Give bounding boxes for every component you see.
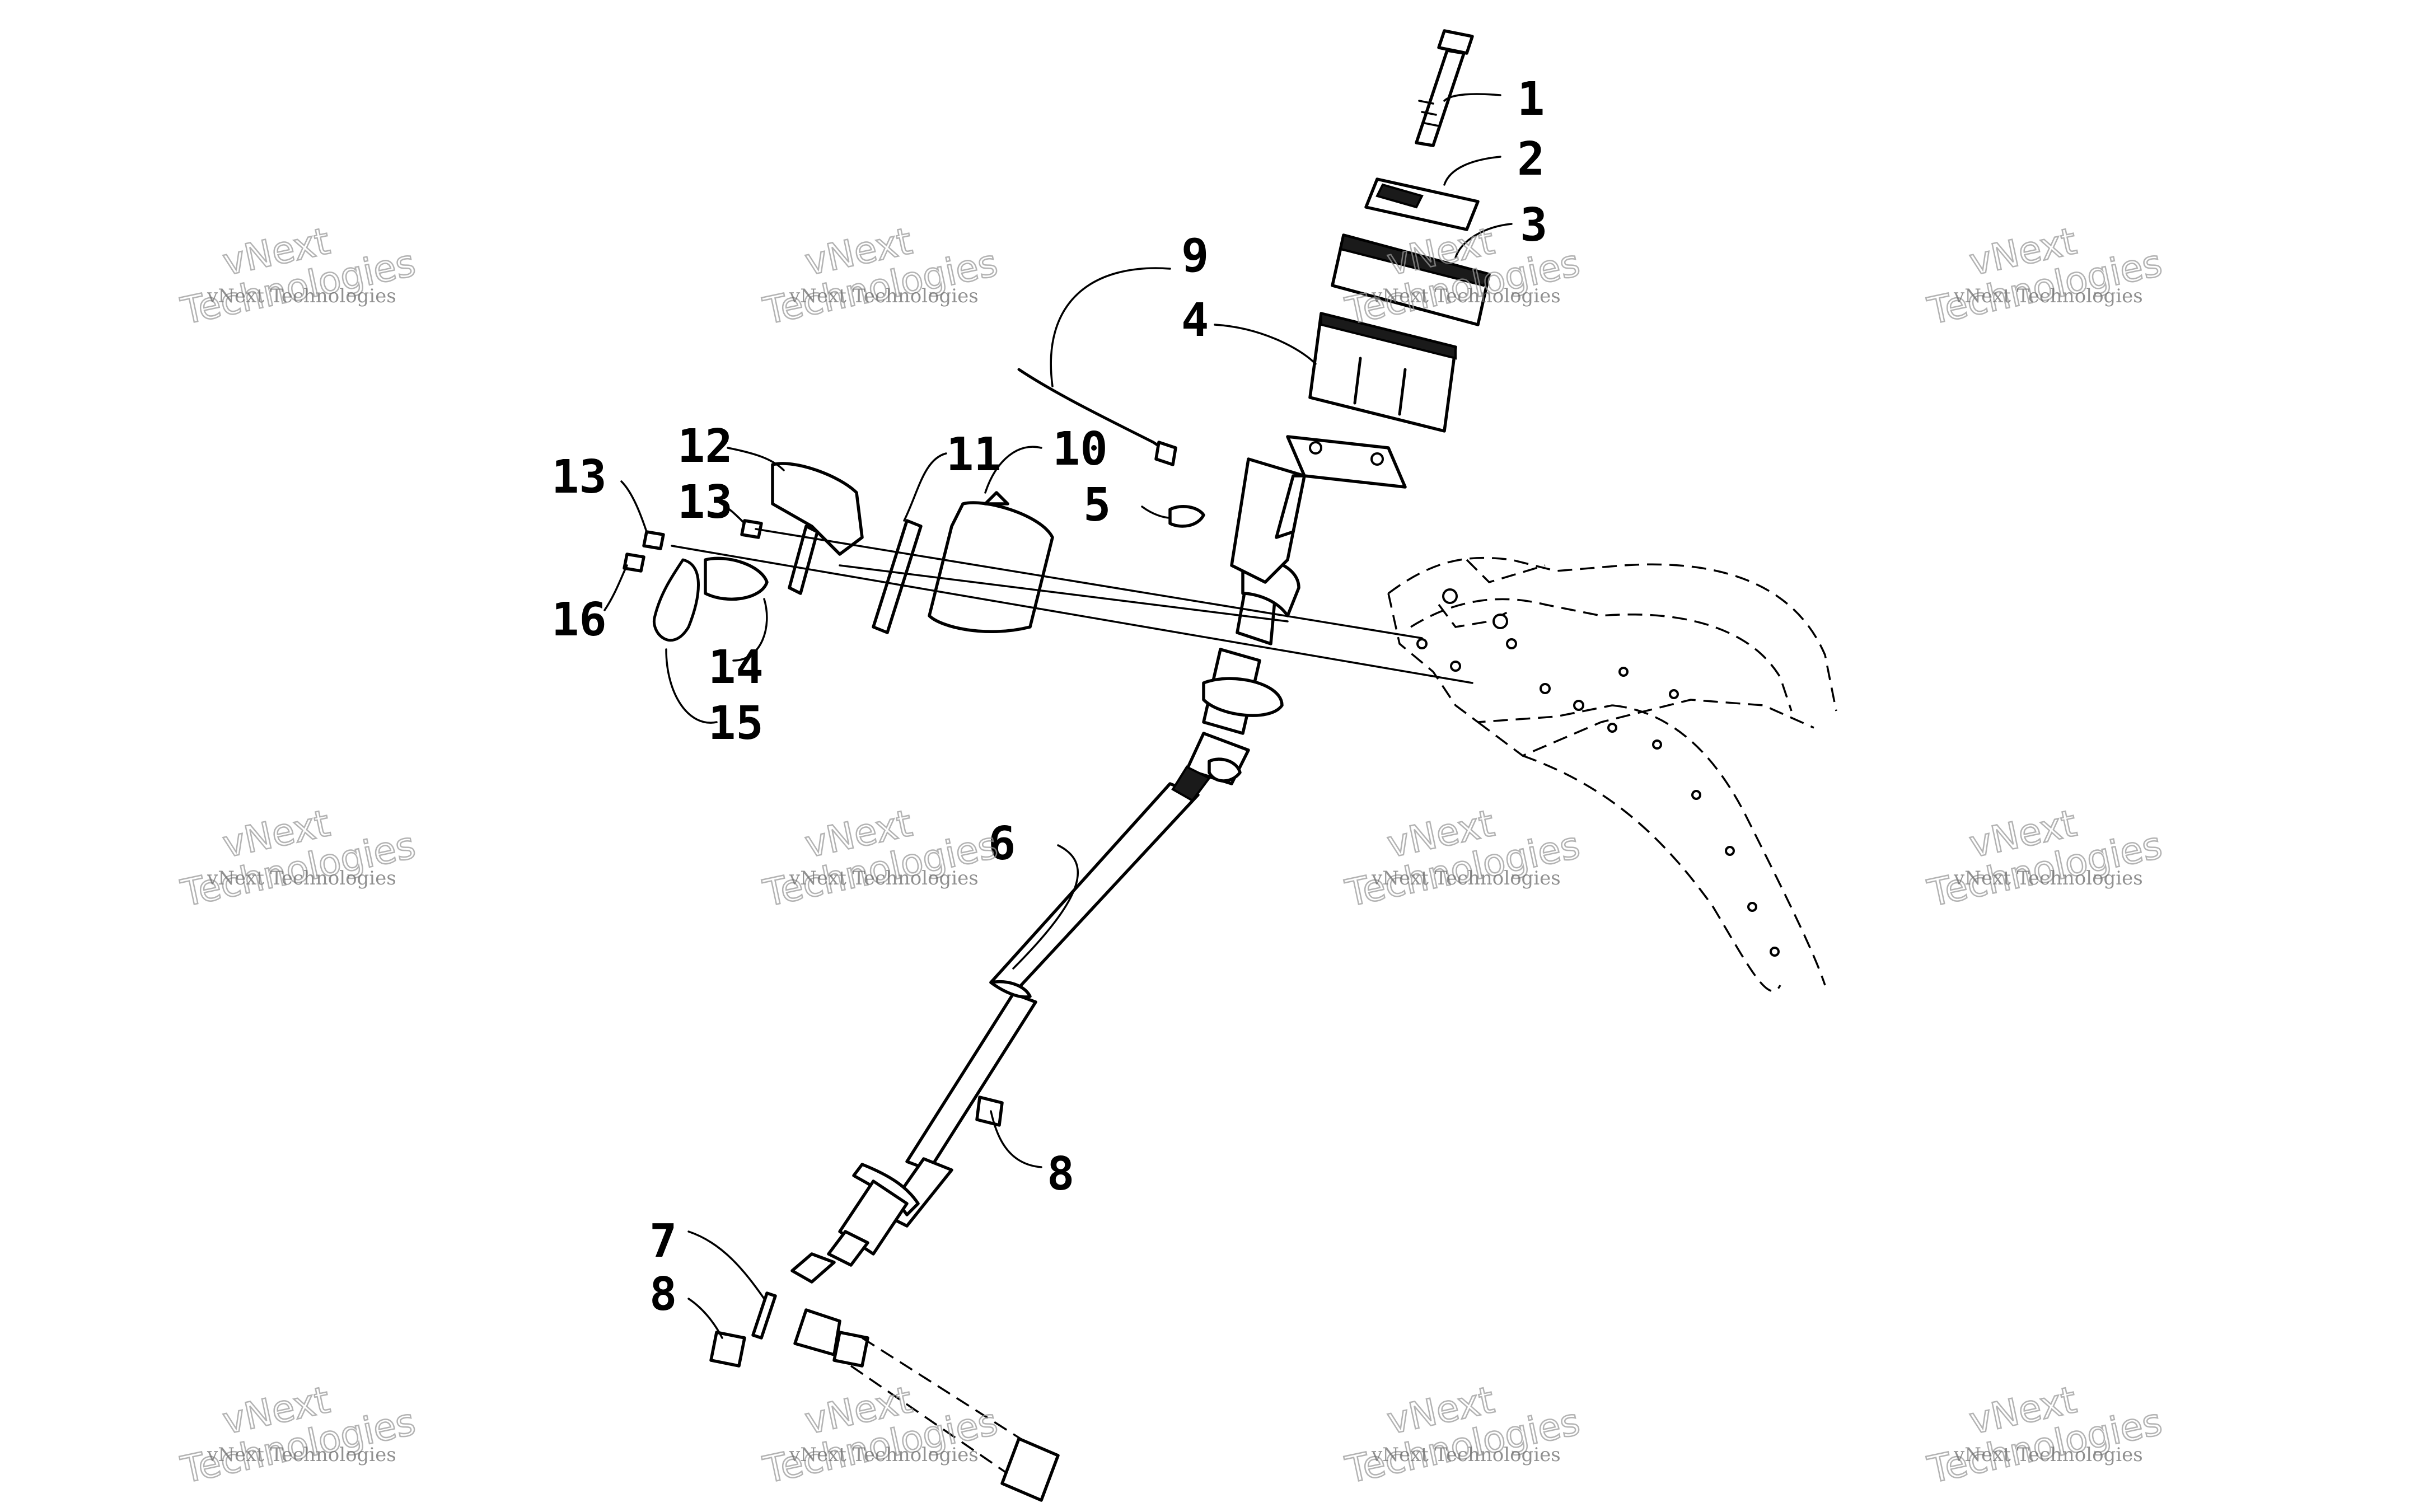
callout-9: 9 — [1181, 230, 1209, 283]
watermark-grid: vNext Technologies vNext Technologies vN… — [176, 219, 2166, 1492]
callout-5: 5 — [1083, 479, 1111, 532]
frame-outline — [1387, 556, 1837, 993]
callout-11: 11 — [946, 428, 1002, 481]
part-2-clamp — [1364, 177, 1480, 231]
part-7-washer — [751, 1291, 777, 1340]
watermark: vNext Technologies vNext Technologies — [1923, 801, 2166, 916]
watermark: vNext Technologies vNext Technologies — [759, 1378, 1002, 1492]
frame-mount-holes — [1416, 588, 1780, 957]
alignment-lines — [671, 528, 1473, 684]
callout-3: 3 — [1520, 199, 1547, 252]
watermark: vNext Technologies vNext Technologies — [1923, 1378, 2166, 1492]
part-12-bracket — [771, 462, 864, 595]
cable-and-grommet — [1017, 368, 1205, 528]
tie-rod — [793, 1308, 1060, 1502]
svg-text:vNext Technologies: vNext Technologies — [789, 285, 979, 307]
callout-8-lower: 8 — [649, 1268, 677, 1321]
callout-1: 1 — [1517, 73, 1545, 126]
svg-text:vNext Technologies: vNext Technologies — [1953, 285, 2143, 307]
leader-lines — [603, 93, 1513, 1339]
watermark: vNext Technologies vNext Technologies — [176, 801, 419, 916]
steering-shaft — [790, 782, 1200, 1284]
part-11-plate — [872, 519, 923, 634]
watermark: vNext Technologies vNext Technologies — [759, 801, 1002, 916]
svg-text:vNext Technologies: vNext Technologies — [1371, 867, 1561, 890]
svg-text:vNext Technologies: vNext Technologies — [207, 867, 396, 890]
callout-6: 6 — [988, 817, 1016, 870]
part-1-bolt — [1415, 29, 1474, 147]
callout-labels: 1 2 3 4 5 6 7 8 8 9 10 11 12 13 13 14 15… — [551, 73, 1547, 1321]
svg-text:vNext Technologies: vNext Technologies — [207, 285, 396, 307]
svg-text:vNext Technologies: vNext Technologies — [789, 1444, 979, 1466]
watermark: vNext Technologies vNext Technologies — [1923, 219, 2166, 334]
svg-text:vNext Technologies: vNext Technologies — [1953, 867, 2143, 890]
callout-16: 16 — [551, 593, 607, 647]
watermark: vNext Technologies vNext Technologies — [176, 219, 419, 334]
callout-15: 15 — [708, 697, 764, 750]
part-15-wire-loop — [653, 558, 700, 642]
callout-13-left: 13 — [551, 451, 607, 504]
svg-text:vNext Technologies: vNext Technologies — [207, 1444, 396, 1466]
part-16-screw — [623, 553, 645, 573]
part-14-clamp-ring — [704, 556, 769, 601]
watermark: vNext Technologies vNext Technologies — [176, 1378, 419, 1492]
part-3-bushing-cap — [1331, 233, 1491, 326]
universal-joint — [1171, 732, 1250, 802]
callout-12: 12 — [677, 420, 733, 473]
callout-14: 14 — [708, 641, 764, 694]
svg-text:vNext Technologies: vNext Technologies — [1953, 1444, 2143, 1466]
callout-2: 2 — [1517, 133, 1545, 186]
steering-post-housing — [1202, 435, 1407, 735]
callout-7: 7 — [649, 1215, 677, 1268]
svg-text:vNext Technologies: vNext Technologies — [1371, 285, 1561, 307]
part-8-nut-lower — [709, 1331, 746, 1368]
watermark: vNext Technologies vNext Technologies — [1341, 1378, 1584, 1492]
svg-text:vNext Technologies: vNext Technologies — [789, 867, 979, 890]
part-8-nut-upper — [975, 1096, 1004, 1127]
part-13-screws — [642, 519, 763, 550]
callout-8-upper: 8 — [1047, 1148, 1074, 1201]
part-10-cover — [928, 491, 1054, 634]
callout-10: 10 — [1052, 423, 1108, 476]
svg-text:vNext Technologies: vNext Technologies — [1371, 1444, 1561, 1466]
callout-4: 4 — [1181, 294, 1209, 347]
watermark: vNext Technologies vNext Technologies — [759, 219, 1002, 334]
part-4-bushing-block — [1308, 312, 1457, 433]
callout-13-right: 13 — [677, 476, 733, 529]
watermark: vNext Technologies vNext Technologies — [1341, 801, 1584, 916]
